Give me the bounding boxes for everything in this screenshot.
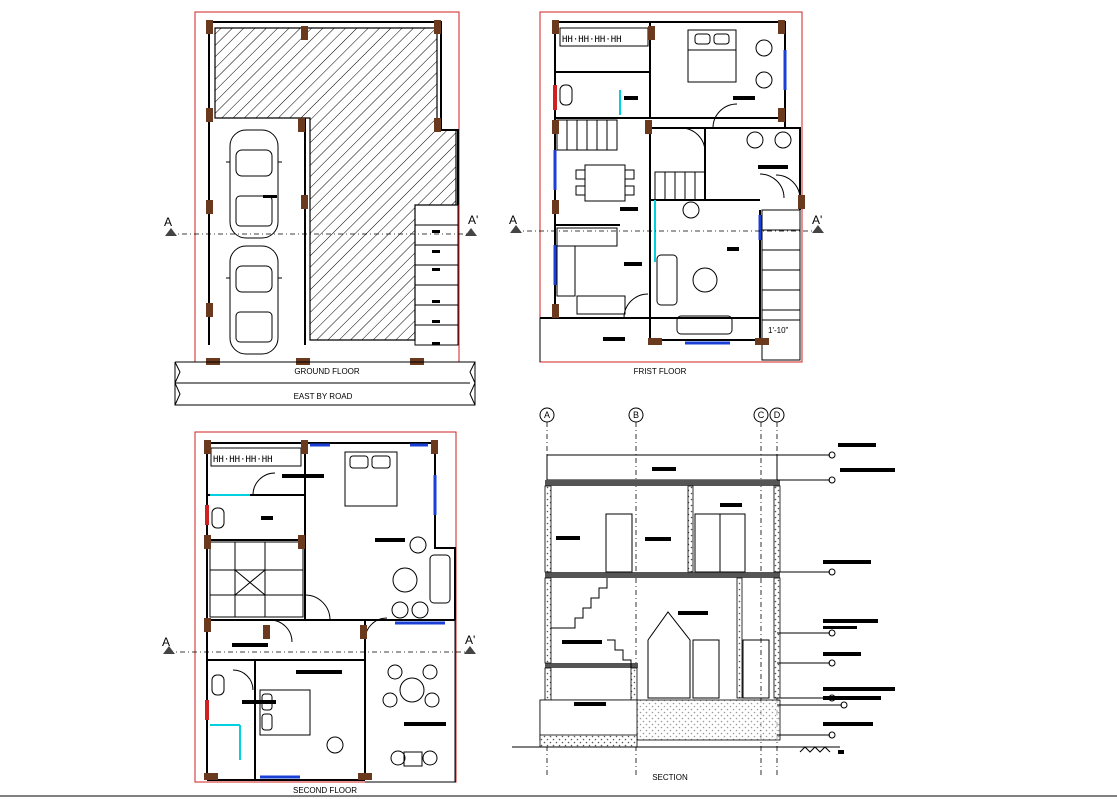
first-columns <box>552 20 805 345</box>
parked-car-bottom <box>226 245 282 355</box>
section-mark-a-first: A <box>509 213 517 227</box>
svg-text:HH·HH·HH·HH: HH·HH·HH·HH <box>562 35 622 45</box>
first-staircase-right <box>761 209 801 361</box>
second-bed <box>259 689 311 736</box>
grid-label-c: C <box>758 410 765 420</box>
first-floor-plan: HH·HH·HH·HH <box>509 11 824 376</box>
first-floor-border <box>539 11 803 363</box>
first-floor-title: FRIST FLOOR <box>634 367 687 376</box>
first-dining-table <box>575 164 635 202</box>
second-floor-title: SECOND FLOOR <box>293 786 357 795</box>
road-label: EAST BY ROAD <box>294 392 353 401</box>
grid-label-d: D <box>774 410 781 420</box>
second-floor-border <box>194 431 457 783</box>
grid-label-b: B <box>633 410 639 420</box>
second-columns <box>204 440 438 780</box>
section-mark-a-prime-ground: A' <box>468 213 478 227</box>
first-floor-dimension: 1'-10" <box>768 326 789 335</box>
section-mark-a-prime-first: A' <box>812 213 822 227</box>
section-title: SECTION <box>652 773 688 782</box>
parked-car-top <box>226 129 282 239</box>
grid-label-a: A <box>544 410 550 420</box>
first-staircase <box>556 119 706 201</box>
second-master-bed <box>344 451 398 507</box>
second-staircase <box>209 541 304 618</box>
ground-staircase <box>414 204 459 346</box>
svg-text:HH·HH·HH·HH: HH·HH·HH·HH <box>213 455 273 465</box>
section-mark-a-second: A <box>162 635 170 649</box>
road-outline <box>174 361 476 406</box>
section-mark-a-ground: A <box>164 215 172 229</box>
level-markers <box>777 443 895 754</box>
open-terrace-hatched <box>214 27 457 341</box>
section-drawing: A B C D <box>512 407 895 782</box>
ground-floor-title: GROUND FLOOR <box>294 367 360 376</box>
second-floor-plan: HH·HH·HH·HH <box>162 431 476 795</box>
section-mark-a-prime-second: A' <box>465 633 475 647</box>
balcony-round-table <box>382 664 440 767</box>
ground-floor-plan: GROUND FLOOR EAST BY ROAD A A' <box>164 11 478 406</box>
first-bed <box>687 29 737 83</box>
